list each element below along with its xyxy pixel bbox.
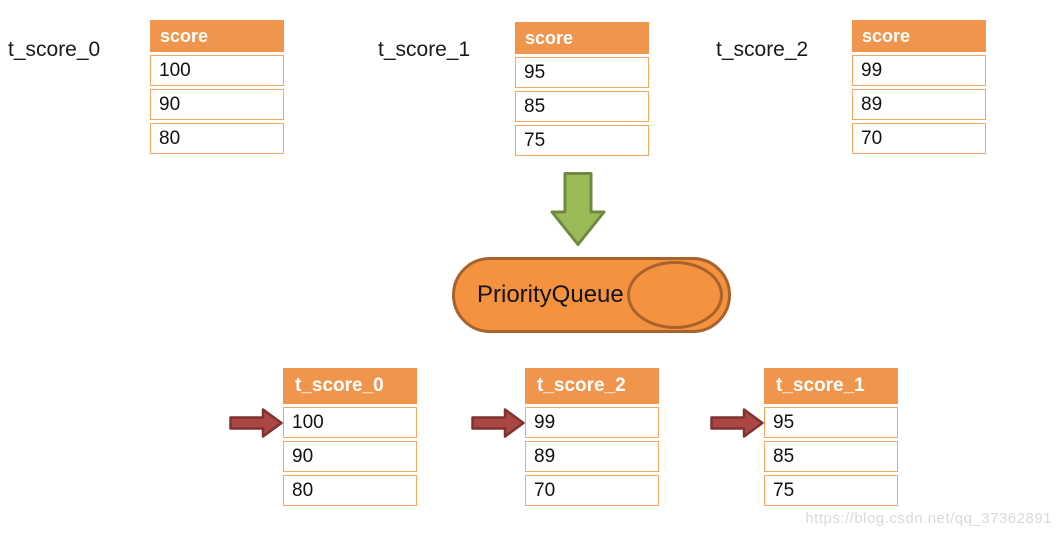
table-cell: 99: [525, 407, 659, 438]
table-header: t_score_2: [525, 368, 659, 404]
result-table-1: t_score_2 99 89 70: [525, 368, 659, 506]
right-arrow-icon: [471, 408, 525, 438]
table-header: score: [852, 20, 986, 52]
table-cell: 80: [150, 123, 284, 154]
table-header: t_score_0: [283, 368, 417, 404]
table-cell: 95: [515, 57, 649, 88]
table-cell: 89: [852, 89, 986, 120]
table-cell: 90: [150, 89, 284, 120]
cylinder-cap-ellipse: [627, 261, 723, 329]
table-label-t-score-2: t_score_2: [716, 38, 809, 61]
result-table-2: t_score_1 95 85 75: [764, 368, 898, 506]
table-header: t_score_1: [764, 368, 898, 404]
table-cell: 90: [283, 441, 417, 472]
table-cell: 89: [525, 441, 659, 472]
table-cell: 100: [150, 55, 284, 86]
table-cell: 70: [525, 475, 659, 506]
table-label-t-score-1: t_score_1: [378, 38, 471, 61]
table-header: score: [515, 22, 649, 54]
result-table-0: t_score_0 100 90 80: [283, 368, 417, 506]
table-cell: 85: [515, 91, 649, 122]
table-cell: 80: [283, 475, 417, 506]
score-table-2: score 99 89 70: [852, 20, 986, 154]
score-table-0: score 100 90 80: [150, 20, 284, 154]
right-arrow-icon: [229, 408, 283, 438]
table-cell: 85: [764, 441, 898, 472]
table-label-t-score-0: t_score_0: [8, 38, 101, 61]
watermark-text: https://blog.csdn.net/qq_37362891: [805, 510, 1052, 527]
right-arrow-icon: [710, 408, 764, 438]
priority-queue-cylinder: PriorityQueue: [452, 257, 731, 333]
table-cell: 99: [852, 55, 986, 86]
table-cell: 70: [852, 123, 986, 154]
table-cell: 95: [764, 407, 898, 438]
table-cell: 75: [515, 125, 649, 156]
table-header: score: [150, 20, 284, 52]
table-cell: 100: [283, 407, 417, 438]
table-cell: 75: [764, 475, 898, 506]
score-table-1: score 95 85 75: [515, 22, 649, 156]
down-arrow-icon: [550, 172, 606, 246]
priority-queue-label: PriorityQueue: [477, 281, 624, 308]
